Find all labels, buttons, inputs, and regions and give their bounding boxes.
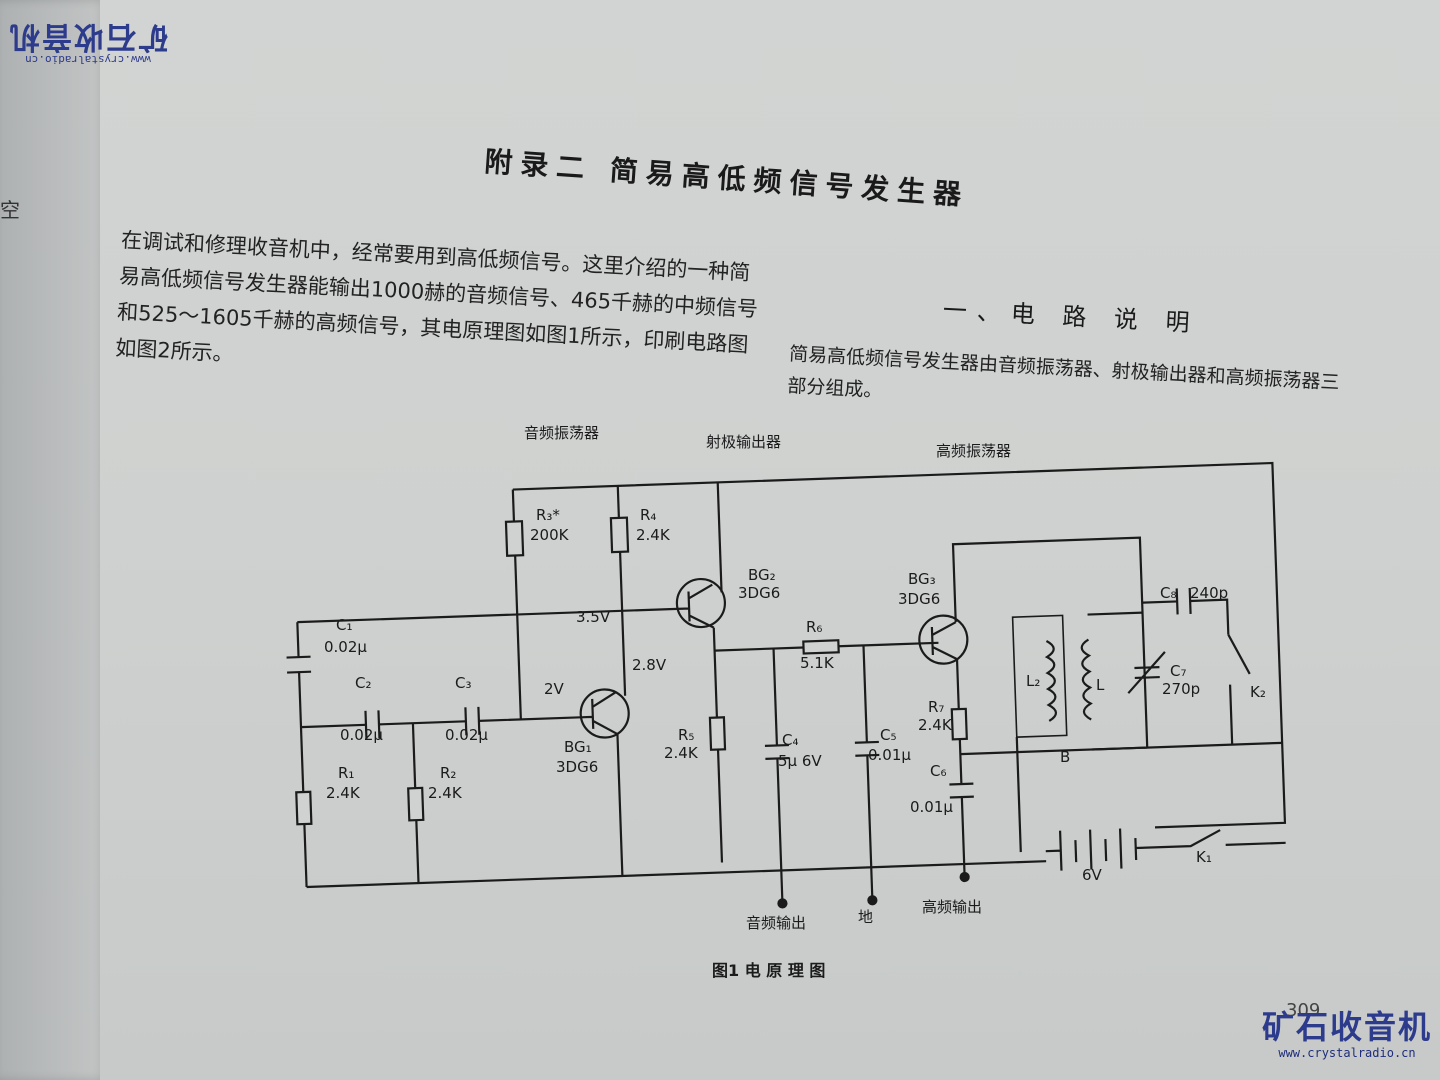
r2-value: 2.4K — [428, 784, 463, 802]
rf-output-label: 高频输出 — [922, 898, 982, 916]
watermark-text-bottom: 矿石收音机 — [1262, 1008, 1433, 1046]
transformer-b: B — [1060, 748, 1070, 766]
watermark-url-bottom: www.crystalradio.cn — [1278, 1046, 1416, 1060]
page-number: 309 — [1286, 1000, 1321, 1021]
r1-value: 2.4K — [326, 784, 361, 802]
bg3-name: BG₃ — [908, 570, 936, 588]
r7-name: R₇ — [928, 698, 944, 716]
r5-name: R₅ — [678, 726, 694, 744]
c3-name: C₃ — [455, 674, 472, 692]
label-audio-osc: 音频振荡器 — [524, 424, 599, 442]
battery-voltage: 6V — [1082, 866, 1103, 884]
voltage-2: 2V — [544, 680, 565, 698]
r6-value: 5.1K — [800, 654, 835, 672]
voltage-2-8: 2.8V — [632, 656, 667, 674]
c7-name: C₇ — [1170, 662, 1187, 680]
r4-name: R₄ — [640, 506, 656, 524]
bg3-type: 3DG6 — [898, 590, 940, 608]
c5-name: C₅ — [880, 726, 897, 744]
voltage-3-5: 3.5V — [576, 608, 611, 626]
bg1-type: 3DG6 — [556, 758, 598, 776]
c5-value: 0.01μ — [868, 746, 911, 764]
r1-name: R₁ — [338, 764, 354, 782]
left-page — [0, 0, 108, 1080]
c8-value: 240p — [1190, 584, 1228, 602]
r7-value: 2.4K — [918, 716, 953, 734]
l2-name: L₂ — [1026, 672, 1040, 690]
left-page-char: 空 — [0, 198, 20, 222]
r6-name: R₆ — [806, 618, 822, 636]
k2-name: K₂ — [1250, 683, 1266, 701]
l-name: L — [1096, 676, 1105, 694]
c3-value: 0.02μ — [445, 726, 488, 744]
c6-value: 0.01μ — [910, 798, 953, 816]
audio-output-label: 音频输出 — [746, 914, 806, 932]
r5-value: 2.4K — [664, 744, 699, 762]
c2-value: 0.02μ — [340, 726, 383, 744]
r3-name: R₃* — [536, 506, 560, 524]
watermark-bottom: 矿石收音机 www.crystalradio.cn — [1262, 1008, 1432, 1072]
k1-name: K₁ — [1196, 848, 1212, 866]
label-rf-osc: 高频振荡器 — [936, 442, 1011, 460]
c7-value: 270p — [1162, 680, 1200, 698]
bg2-type: 3DG6 — [738, 584, 780, 602]
c8-name: C₈ — [1160, 584, 1177, 602]
c1-value: 0.02μ — [324, 638, 367, 656]
r4-value: 2.4K — [636, 526, 671, 544]
figure-caption: 图1 电 原 理 图 — [712, 961, 825, 980]
c1-name: C₁ — [336, 616, 353, 634]
bg2-name: BG₂ — [748, 566, 776, 584]
label-emitter: 射极输出器 — [706, 433, 781, 451]
c4-value: 5μ 6V — [778, 752, 822, 770]
r3-value: 200K — [530, 526, 570, 544]
r2-name: R₂ — [440, 764, 456, 782]
bg1-name: BG₁ — [564, 738, 592, 756]
c4-name: C₄ — [782, 731, 799, 749]
ground-label: 地 — [858, 908, 873, 926]
c6-name: C₆ — [930, 762, 947, 780]
book-page — [100, 0, 1440, 1080]
c2-name: C₂ — [355, 674, 372, 692]
